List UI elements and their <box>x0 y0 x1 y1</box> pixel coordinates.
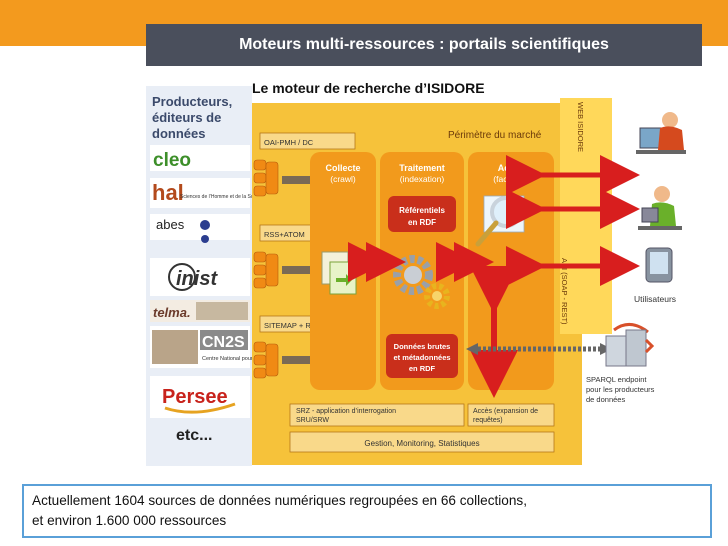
protocol-rss: RSS+ATOM <box>264 230 305 239</box>
sparql-line3: de données <box>586 395 625 404</box>
users-label: Utilisateurs <box>634 294 676 304</box>
diagram-subtitle: Le moteur de recherche d’ISIDORE <box>252 80 485 96</box>
bottom-boxes: SRZ - application d’interrogation SRU/SR… <box>289 403 555 453</box>
svg-text:hal: hal <box>152 180 184 205</box>
user-icon-2 <box>638 186 682 230</box>
raw-data-line3: en RDF <box>409 364 436 373</box>
slide-title: Moteurs multi-ressources : portails scie… <box>239 36 609 53</box>
mobile-device-icon <box>645 247 673 283</box>
logo-persee: Persee <box>150 376 250 418</box>
svg-text:inist: inist <box>176 268 218 290</box>
svg-text:telma.: telma. <box>153 305 191 320</box>
connector-pipes <box>282 176 312 364</box>
caption-line-2: et environ 1.600 000 ressources <box>32 513 227 528</box>
svg-text:CN2S: CN2S <box>202 334 245 351</box>
logo-telma: telma. <box>150 300 250 322</box>
svg-text:Centre National pour: Centre National pour <box>202 356 253 362</box>
logo-abes: abes <box>150 214 250 243</box>
logo-cleo: cleo <box>150 145 250 171</box>
srz-line2: SRU/SRW <box>296 417 329 424</box>
column-acces: Accès (facettes) <box>468 152 554 390</box>
protocol-sitemap: SITEMAP + RDFa <box>264 321 326 330</box>
svg-text:cleo: cleo <box>153 150 191 171</box>
perimeter-label: Périmètre du marché <box>448 130 542 141</box>
producers-etc: etc... <box>176 427 212 444</box>
column-traitement-title: Traitement <box>399 163 445 173</box>
svg-text:Sciences de l’Homme et de la S: Sciences de l’Homme et de la Société <box>180 194 264 200</box>
sparql-line2: pour les producteurs <box>586 385 655 394</box>
column-traitement: Traitement (indexation) Référentiels en … <box>380 152 464 390</box>
column-collecte-sub: (crawl) <box>330 174 356 184</box>
access-expansion-line1: Accès (expansion de <box>473 408 538 415</box>
svg-text:abes: abes <box>156 217 185 232</box>
logo-hal: hal Sciences de l’Homme et de la Société <box>150 178 264 208</box>
connector-plugs <box>253 159 279 379</box>
flow-arrows <box>348 155 640 398</box>
svg-text:Persee: Persee <box>162 386 228 408</box>
column-acces-sub: (facettes) <box>493 174 529 184</box>
api-label: API (SOAP - REST) <box>560 258 569 325</box>
logo-cn2s: CN2S Centre National pour <box>150 326 253 368</box>
srz-line1: SRZ - application d’interrogation <box>296 408 396 415</box>
access-expansion-line2: requêtes) <box>473 417 503 424</box>
column-acces-title: Accès <box>498 163 525 173</box>
gear-icon <box>393 255 450 309</box>
management-label: Gestion, Monitoring, Statistiques <box>364 439 479 448</box>
protocol-oai: OAI-PMH / DC <box>264 138 314 147</box>
column-traitement-sub: (indexation) <box>400 174 445 184</box>
slide-title-bar: Moteurs multi-ressources : portails scie… <box>146 24 702 66</box>
referentials-line1: Référentiels <box>399 206 445 215</box>
producers-panel: Producteurs, éditeurs de données cleo ha… <box>146 86 264 466</box>
column-collecte-title: Collecte <box>325 163 360 173</box>
referentials-line2: en RDF <box>408 218 436 227</box>
caption-box: Actuellement 1604 sources de données num… <box>22 484 712 538</box>
logo-inist: inist <box>150 258 250 296</box>
caption-line-1: Actuellement 1604 sources de données num… <box>32 493 527 508</box>
producers-heading-3: données <box>152 126 205 141</box>
web-isidore-label: WEB ISIDORE <box>576 102 585 152</box>
user-icon-1 <box>636 112 686 154</box>
sparql-server-icon <box>605 323 655 367</box>
raw-data-line1: Données brutes <box>394 342 451 351</box>
producers-heading-1: Producteurs, <box>152 94 232 109</box>
producers-heading-2: éditeurs de <box>152 110 221 125</box>
raw-data-line2: et métadonnées <box>393 353 450 362</box>
column-collecte: Collecte (crawl) <box>310 152 376 390</box>
sparql-line1: SPARQL endpoint <box>586 375 647 384</box>
